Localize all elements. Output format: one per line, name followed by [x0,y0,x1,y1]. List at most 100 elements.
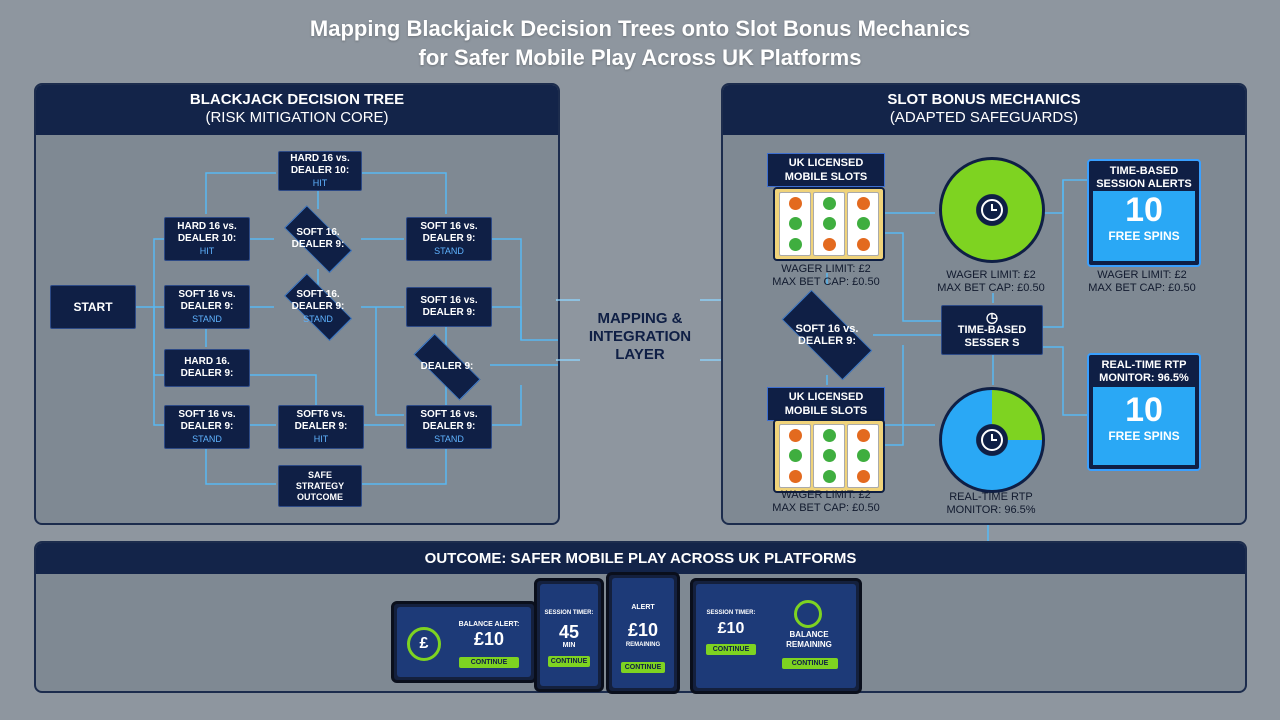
card-bottom-number: 10 [1125,391,1163,429]
mapping-layer-label: MAPPING & INTEGRATION LAYER [570,310,710,364]
node-r1c2-line2: DEALER 9: [291,239,345,250]
node-top-line2: DEALER 10: [290,165,350,176]
node-r4c1-action: STAND [192,434,222,444]
reel [779,192,811,256]
node-safe-line3: OUTCOME [297,491,343,502]
node-r4c2-line2: DEALER 9: [294,421,348,432]
node-r2c1-line1: SOFT 16 vs. [178,289,236,300]
mapping-line1: MAPPING & [597,310,683,327]
card-top-head1: TIME-BASED [1109,165,1179,177]
tablet-left-continue-button[interactable]: CONTINUE [459,657,519,668]
start-node: START [50,285,136,329]
slot-label-bottom-line2: MOBILE SLOTS [784,405,868,417]
caption-slot-bottom: WAGER LIMIT: £2 MAX BET CAP: £0.50 [751,489,901,515]
slot-diamond: SOFT 16 vs. DEALER 9: [767,295,887,375]
reel [813,424,845,488]
node-r2c2-line1: SOFT 16. [296,289,340,300]
phone-2-value: £10 [627,620,659,640]
fruit-icon [856,428,870,442]
blackjack-panel-header: BLACKJACK DECISION TREE (RISK MITIGATION… [36,85,558,135]
node-r1c3-line2: DEALER 9: [422,233,476,244]
slot-panel-title: SLOT BONUS MECHANICS [887,91,1081,108]
mapping-line2: INTEGRATION [588,328,692,345]
node-r4c3-action: STAND [434,434,464,444]
phone-1-continue-button[interactable]: CONTINUE [548,656,590,667]
node-r1c2-line1: SOFT 16. [296,227,340,238]
fruit-icon [856,238,870,252]
phone-1-value: 45 [558,622,580,642]
tablet-left-label: BALANCE ALERT: [458,621,520,628]
clover-icon [822,470,836,484]
node-r1c1-line2: DEALER 10: [177,233,237,244]
slot-diamond-line1: SOFT 16 vs. [795,323,859,335]
node-safe-line2: STRATEGY [295,480,345,491]
node-top-line1: HARD 16 vs. [290,153,350,164]
clover-icon [856,449,870,463]
card-bottom-label: FREE SPINS [1108,429,1180,443]
slot-reels-bottom [773,419,885,493]
node-r2c2: SOFT 16. DEALER 9: STAND [274,277,362,337]
slot-diamond-line2: DEALER 9: [797,335,857,347]
slot-label-top-line1: UK LICENSED [788,157,864,169]
clover-icon [788,217,802,231]
clover-icon [822,196,836,210]
phone-2-continue-button[interactable]: CONTINUE [621,662,665,673]
tablet-right-continue-button[interactable]: CONTINUE [706,644,756,655]
free-spins-card-top: TIME-BASED SESSION ALERTS 10 FREE SPINS [1087,159,1201,267]
node-safe-outcome: SAFE STRATEGY OUTCOME [278,465,362,507]
clock-icon: ◷ [985,308,999,325]
phone-2-label: ALERT [631,604,655,611]
time-node-line2: SESSER S [964,336,1020,349]
caption-card-top-line1: WAGER LIMIT: £2 [1097,269,1187,281]
node-r2c3-line1: SOFT 16 vs. [420,295,478,306]
slot-label-top-line2: MOBILE SLOTS [784,171,868,183]
card-bottom-header: REAL-TIME RTP MONITOR: 96.5% [1089,355,1199,385]
clover-icon [788,449,802,463]
fruit-icon [788,470,802,484]
time-based-node: ◷ TIME-BASED SESSER S [941,305,1043,355]
caption-wheel-bottom-line2: MONITOR: 96.5% [946,504,1036,516]
node-r2c2-action: STAND [303,314,333,324]
tablet-right: SESSION TIMER: £10 CONTINUE BALANCE REMA… [690,578,862,694]
phone-1: SESSION TIMER: 45 MIN CONTINUE [534,578,604,692]
title-line-1: Mapping Blackjaick Decision Trees onto S… [309,16,971,41]
reel [847,192,879,256]
tablet-right-value: £10 [717,620,745,637]
node-r2c3: SOFT 16 vs. DEALER 9: [406,287,492,327]
outcome-title: OUTCOME: SAFER MOBILE PLAY ACROSS UK PLA… [424,550,857,567]
node-r3c3-line1: DEALER 9: [420,361,474,372]
node-r1c1: HARD 16 vs. DEALER 10: HIT [164,217,250,261]
tablet-right-button-2[interactable]: CONTINUE [782,658,838,669]
reel [779,424,811,488]
caption-slot-bottom-line1: WAGER LIMIT: £2 [781,489,871,501]
caption-card-top: WAGER LIMIT: £2 MAX BET CAP: £0.50 [1067,269,1217,295]
node-r4c1: SOFT 16 vs. DEALER 9: STAND [164,405,250,449]
clover-icon [822,217,836,231]
node-r4c2-line1: SOFT6 vs. [296,409,346,420]
card-bottom-head1: REAL-TIME RTP [1101,359,1187,371]
blackjack-panel: BLACKJACK DECISION TREE (RISK MITIGATION… [34,83,560,525]
slot-label-top: UK LICENSED MOBILE SLOTS [767,153,885,187]
tablet-right-label: SESSION TIMER: [706,610,756,616]
node-r4c1-line2: DEALER 9: [180,421,234,432]
caption-slot-top-line2: MAX BET CAP: £0.50 [772,276,880,288]
card-top-header: TIME-BASED SESSION ALERTS [1089,161,1199,191]
node-r2c1: SOFT 16 vs. DEALER 9: STAND [164,285,250,329]
clover-icon [822,428,836,442]
node-safe-line1: SAFE [307,469,332,480]
node-r1c1-action: HIT [199,246,215,256]
node-r3c3: DEALER 9: [402,339,492,395]
phone-2: ALERT £10 REMAINING CONTINUE [606,572,680,694]
node-r4c2: SOFT6 vs. DEALER 9: HIT [278,405,364,449]
progress-ring-icon [794,600,822,628]
outcome-panel-header: OUTCOME: SAFER MOBILE PLAY ACROSS UK PLA… [36,543,1245,574]
fruit-icon [856,470,870,484]
caption-slot-top-line1: WAGER LIMIT: £2 [781,263,871,275]
clover-icon [822,449,836,463]
slot-reels-top [773,187,885,261]
title-line-2: for Safer Mobile Play Across UK Platform… [418,45,862,70]
decision-tree-connectors [134,172,558,485]
node-r4c3: SOFT 16 vs. DEALER 9: STAND [406,405,492,449]
tablet-right-label3: REMAINING [786,640,832,649]
